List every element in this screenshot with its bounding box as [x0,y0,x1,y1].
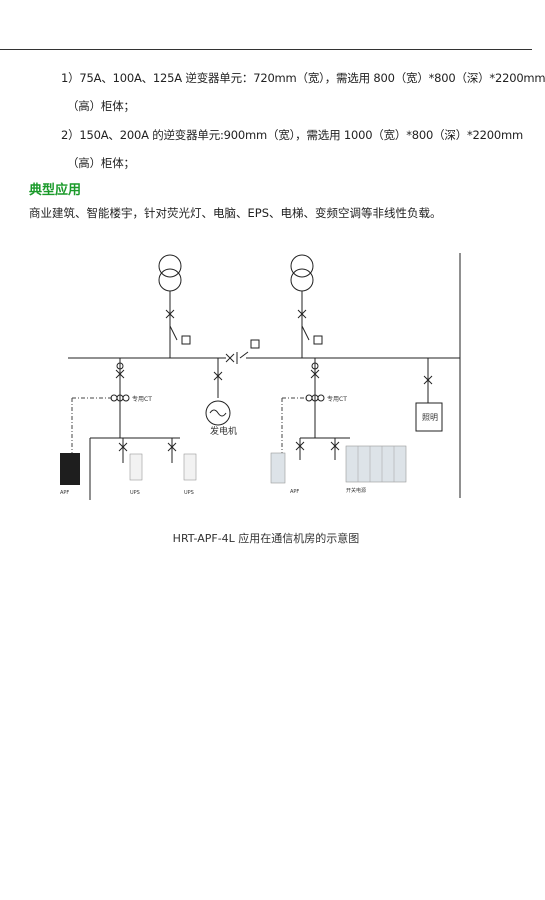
ups-1-icon [129,453,143,481]
meter-left-icon [181,335,191,345]
transformer-left-icon [158,254,182,358]
ups-2-icon [183,453,197,481]
lighting-box-icon [415,402,443,432]
label-ups-1: UPS [130,490,140,496]
bus-tie-switch-icon [225,351,254,364]
meter-right-icon [313,335,323,345]
label-lighting: 照明 [422,413,438,422]
section-heading: 典型应用 [29,183,82,198]
label-generator: 发电机 [210,425,237,437]
meter-tie-icon [250,339,260,349]
spec-item-1-line-2: （高）柜体； [67,99,135,113]
label-ups-2: UPS [184,490,194,496]
label-apf-right: APF [290,489,299,495]
switchgear-icon [345,445,407,483]
label-switchgear: 开关电源 [346,487,366,494]
header-rule [0,49,532,50]
diagram-caption: HRT-APF-4L 应用在通信机房的示意图 [172,532,360,545]
label-apf-left: APF [60,490,69,496]
label-special-ct-left: 专用CT [132,395,152,403]
generator-icon [205,400,231,426]
section-body: 商业建筑、智能楼宇，针对荧光灯、电脑、EPS、电梯、变频空调等非线性负载。 [29,206,442,220]
spec-item-2-line-2: （高）柜体； [67,156,135,170]
label-special-ct-right: 专用CT [327,395,347,403]
transformer-right-icon [290,254,314,358]
apf-cabinet-right-icon [270,452,286,484]
spec-item-1-line-1: 1）75A、100A、125A 逆变器单元：720mm（宽），需选用 800（宽… [61,71,545,85]
spec-item-2-line-1: 2）150A、200A 的逆变器单元:900mm（宽），需选用 1000（宽）*… [61,128,524,142]
apf-cabinet-left-icon [60,453,80,485]
application-diagram: 专用CT 专用CT 发电机 照明 APF UPS UPS APF 开关电源 [60,253,461,500]
